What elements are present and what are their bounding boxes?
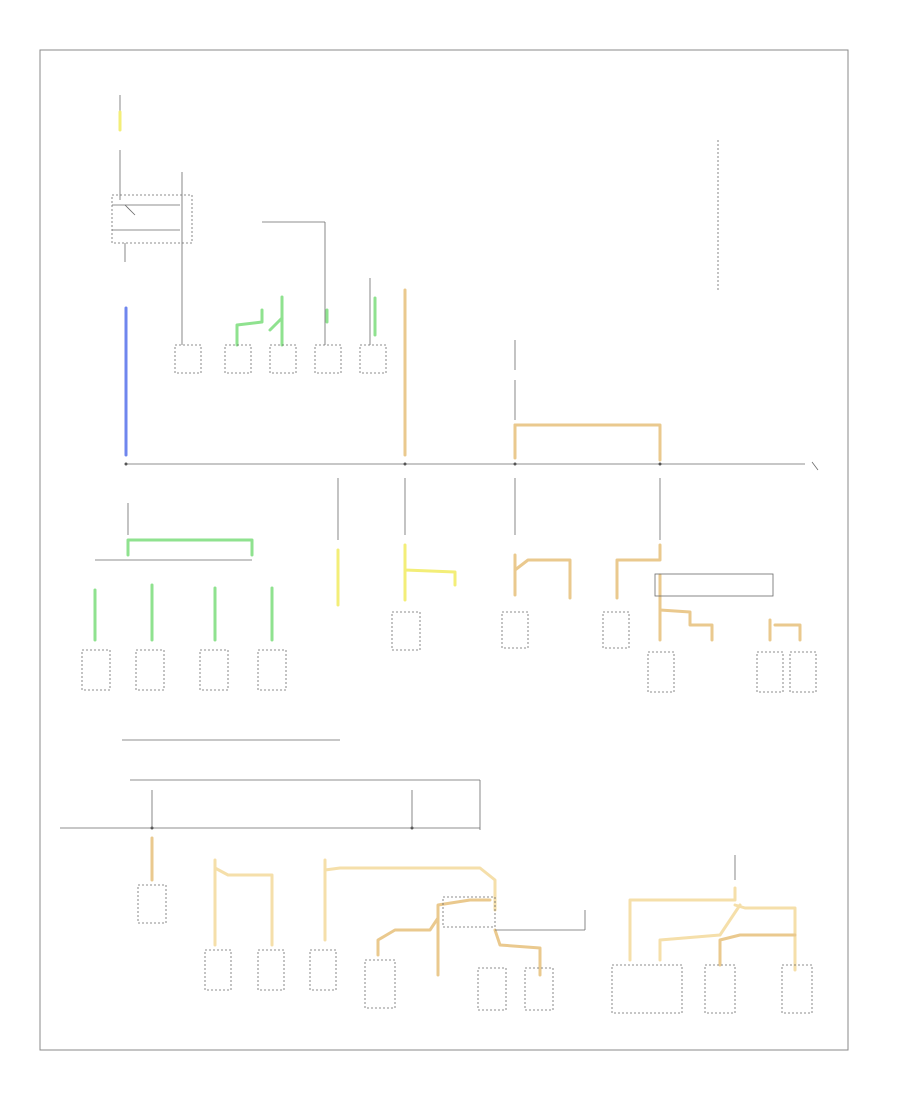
component-box [364,959,396,1009]
component-box [789,651,817,693]
component-box [81,649,111,691]
component-box [224,344,252,374]
component-box [204,949,232,991]
component-box [314,344,342,374]
component-box [391,611,421,651]
component-box [359,344,387,374]
component-box [781,964,813,1014]
diagram-frame [39,49,849,1051]
relay-box [111,194,193,244]
relay-box [442,896,496,928]
component-box [137,884,167,924]
component-box [704,964,736,1014]
middle-section [81,478,817,741]
component-box [257,649,287,691]
component-box [477,967,507,1011]
component-box [756,651,784,693]
component-box [269,344,297,374]
component-box [309,949,337,991]
component-box [257,949,285,991]
bottom-section [60,779,813,1014]
top-section [111,95,819,471]
component-box [501,611,529,649]
component-box [611,964,683,1014]
component-box [135,649,165,691]
component-box [602,611,630,649]
component-box [647,651,675,693]
component-box [199,649,229,691]
component-box [174,344,202,374]
component-box [524,967,554,1011]
